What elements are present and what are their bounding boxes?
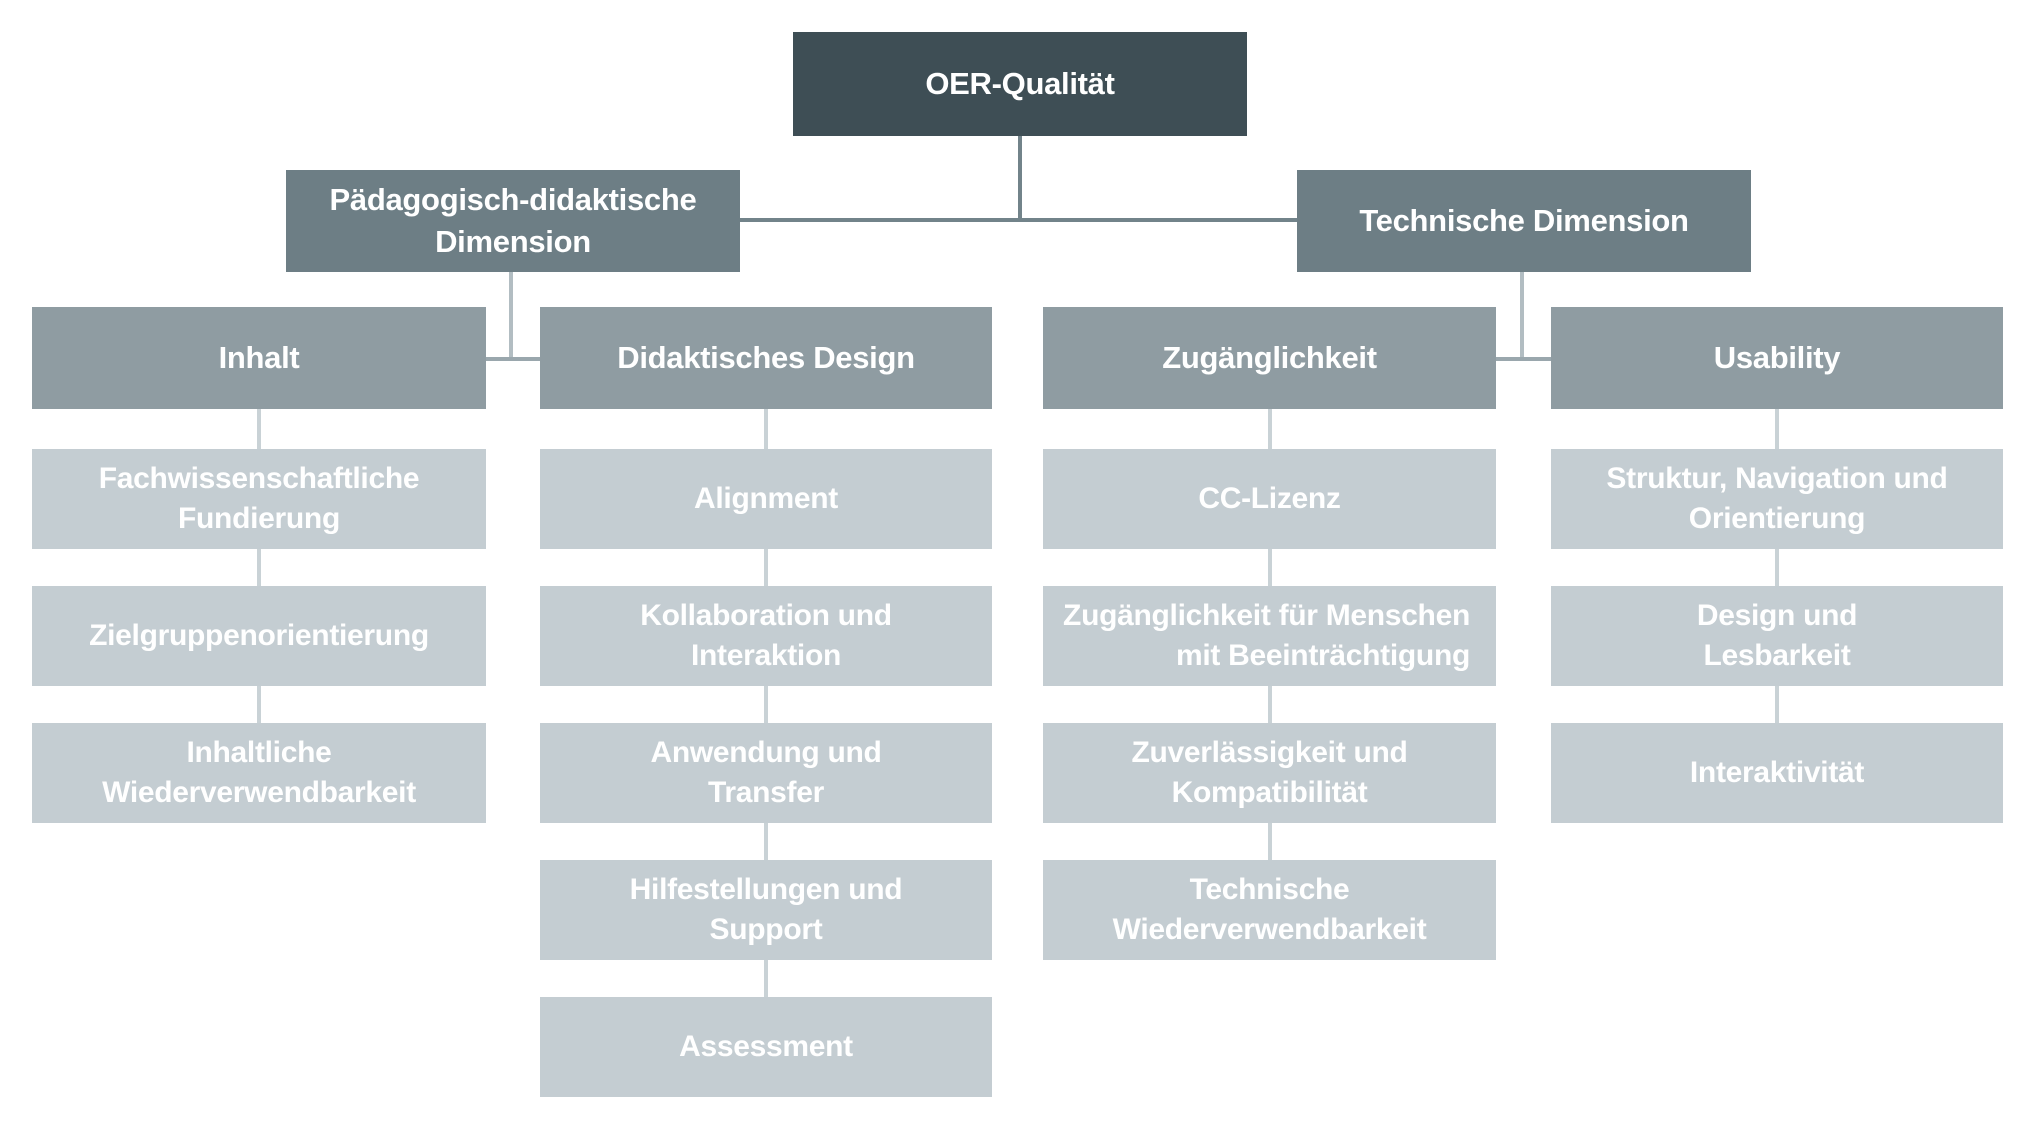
node-category-zugaenglichkeit: Zugänglichkeit (1043, 307, 1496, 409)
node-item-design-und-lesbarkeit: Design und Lesbarkeit (1551, 586, 2003, 686)
node-oer-qualitaet: OER-Qualität (793, 32, 1247, 136)
node-dimension-paedagogisch-didaktisch: Pädagogisch-didaktische Dimension (286, 170, 740, 272)
node-item-alignment: Alignment (540, 449, 992, 549)
node-item-struktur-navigation-orientierung: Struktur, Navigation und Orientierung (1551, 449, 2003, 549)
node-item-technische-wiederverwendbarkeit: Technische Wiederverwendbarkeit (1043, 860, 1496, 960)
connector-column-1-vertical (257, 409, 261, 723)
node-item-assessment: Assessment (540, 997, 992, 1097)
node-dimension-technisch: Technische Dimension (1297, 170, 1751, 272)
connector-stub-col1-col2 (486, 357, 540, 361)
node-item-kollaboration-und-interaktion: Kollaboration und Interaktion (540, 586, 992, 686)
node-item-fachwissenschaftliche-fundierung: Fachwissenschaftliche Fundierung (32, 449, 486, 549)
connector-column-2-vertical (764, 409, 768, 997)
node-item-hilfestellungen-und-support: Hilfestellungen und Support (540, 860, 992, 960)
node-item-zielgruppenorientierung: Zielgruppenorientierung (32, 586, 486, 686)
connector-dimension-1-vertical (509, 272, 513, 361)
node-category-inhalt: Inhalt (32, 307, 486, 409)
connector-root-vertical (1018, 136, 1022, 222)
node-category-didaktisches-design: Didaktisches Design (540, 307, 992, 409)
connector-dimension-2-vertical (1520, 272, 1524, 361)
node-item-zuverlaessigkeit-und-kompatibilitaet: Zuverlässigkeit und Kompatibilität (1043, 723, 1496, 823)
connector-root-horizontal (740, 218, 1297, 222)
node-item-zugaenglichkeit-fuer-menschen: Zugänglichkeit für Menschen mit Beeinträ… (1043, 586, 1496, 686)
connector-column-4-vertical (1775, 409, 1779, 723)
node-item-anwendung-und-transfer: Anwendung und Transfer (540, 723, 992, 823)
connector-stub-col3-col4 (1496, 357, 1551, 361)
node-item-inhaltliche-wiederverwendbarkeit: Inhaltliche Wiederverwendbarkeit (32, 723, 486, 823)
node-category-usability: Usability (1551, 307, 2003, 409)
node-item-cc-lizenz: CC-Lizenz (1043, 449, 1496, 549)
node-item-interaktivitaet: Interaktivität (1551, 723, 2003, 823)
